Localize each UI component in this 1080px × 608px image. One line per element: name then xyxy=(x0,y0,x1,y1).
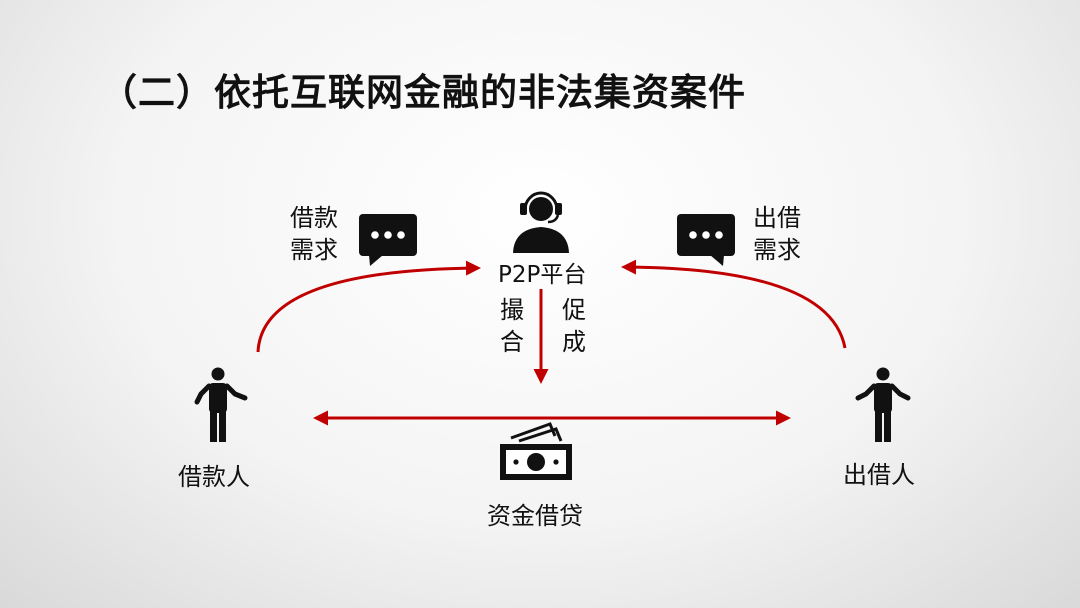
borrow-need-line-2: 需求 xyxy=(290,236,338,264)
match-label: 撮 合 xyxy=(498,294,526,358)
platform-label: P2P平台 xyxy=(498,262,587,288)
promote-char-2: 成 xyxy=(562,328,586,356)
money-icon xyxy=(500,422,572,480)
loan-label: 资金借贷 xyxy=(487,502,583,530)
match-char-2: 合 xyxy=(500,328,524,356)
match-char-1: 撮 xyxy=(500,296,524,324)
borrow-need-label: 借款 需求 xyxy=(290,202,338,266)
speech-bubble-icon-left xyxy=(359,214,417,266)
lender-to-platform-arrow xyxy=(621,259,847,349)
page-title: （二）依托互联网金融的非法集资案件 xyxy=(100,71,746,114)
promote-label: 促 成 xyxy=(560,294,588,358)
lend-need-label: 出借 需求 xyxy=(753,202,801,266)
speech-bubble-icon-right xyxy=(677,214,735,266)
promote-char-1: 促 xyxy=(562,296,586,324)
borrow-need-line-1: 借款 xyxy=(290,204,338,232)
lend-need-line-2: 需求 xyxy=(753,236,801,264)
borrower-to-platform-arrow xyxy=(256,260,481,353)
borrower-label: 借款人 xyxy=(178,463,250,491)
lender-label: 出借人 xyxy=(843,461,915,489)
lend-need-line-1: 出借 xyxy=(753,204,801,232)
lender-person-icon xyxy=(855,367,911,442)
borrower-person-icon xyxy=(194,367,248,442)
customer-service-icon xyxy=(513,191,569,253)
